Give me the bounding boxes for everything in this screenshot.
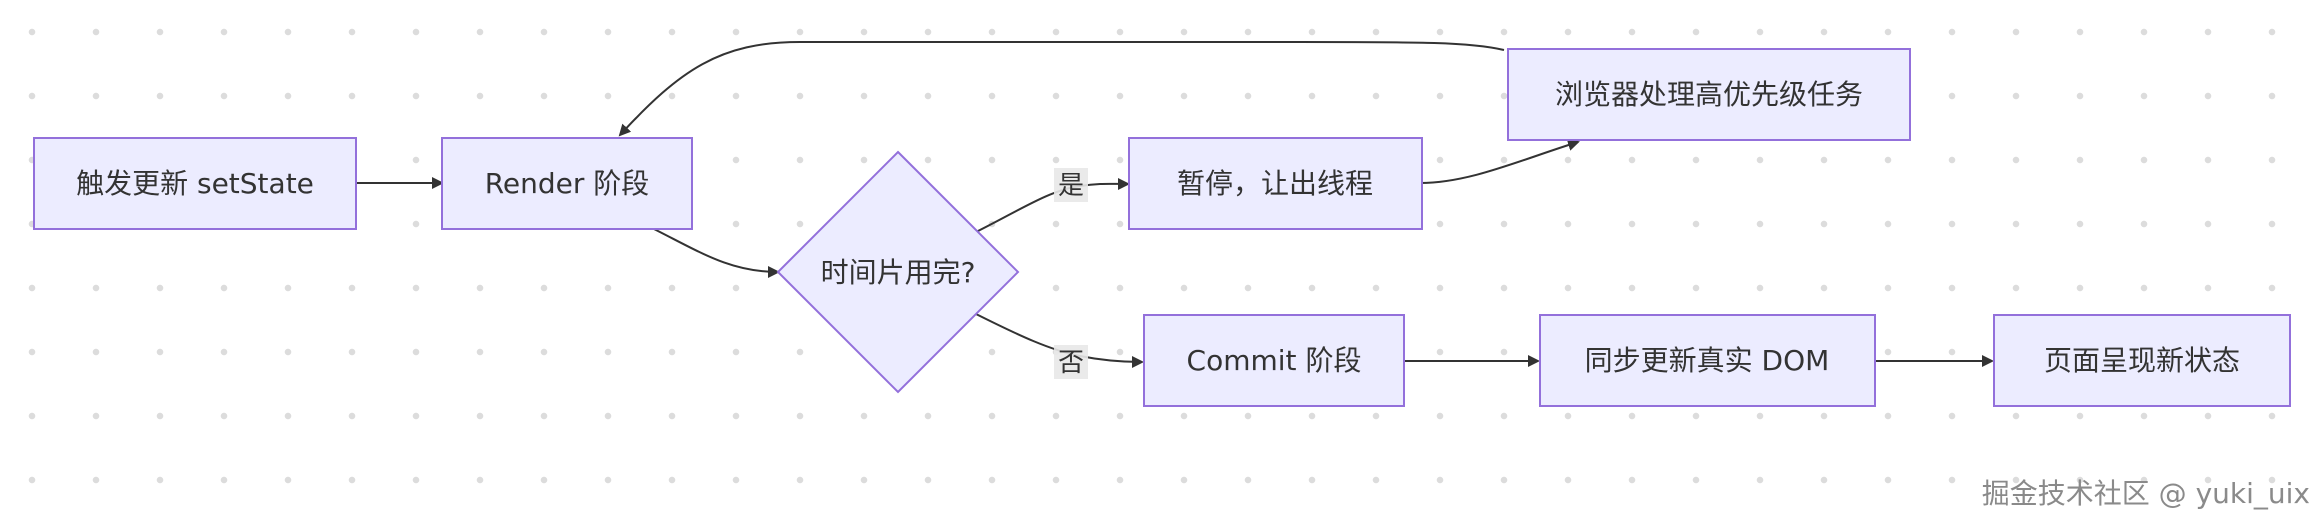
node-sync: 同步更新真实 DOM: [1539, 314, 1876, 407]
node-decision: 时间片用完?: [776, 150, 1020, 394]
node-pause: 暂停，让出线程: [1128, 137, 1423, 230]
node-pause-label: 暂停，让出线程: [1177, 167, 1373, 200]
watermark: 掘金技术社区 @ yuki_uix: [1982, 477, 2310, 510]
edge-label-no-text: 否: [1058, 348, 1084, 378]
node-render-label: Render 阶段: [485, 167, 650, 200]
node-browser: 浏览器处理高优先级任务: [1507, 48, 1911, 141]
node-page: 页面呈现新状态: [1993, 314, 2291, 407]
node-commit: Commit 阶段: [1143, 314, 1405, 407]
edge-render-decision: [651, 227, 780, 278]
node-commit-label: Commit 阶段: [1187, 344, 1362, 377]
edge-label-yes: 是: [1054, 168, 1088, 202]
node-trigger-label: 触发更新 setState: [76, 167, 314, 200]
node-decision-label: 时间片用完?: [821, 256, 976, 289]
edge-label-no: 否: [1054, 345, 1088, 379]
edge-browser-render: [618, 41, 1505, 137]
node-page-label: 页面呈现新状态: [2044, 344, 2240, 377]
edge-label-yes-text: 是: [1058, 171, 1084, 201]
node-trigger: 触发更新 setState: [33, 137, 357, 230]
node-browser-label: 浏览器处理高优先级任务: [1555, 78, 1863, 111]
node-sync-label: 同步更新真实 DOM: [1585, 344, 1830, 377]
edge-decision-pause: [975, 177, 1130, 233]
edge-pause-browser: [1419, 139, 1580, 184]
node-render: Render 阶段: [441, 137, 693, 230]
